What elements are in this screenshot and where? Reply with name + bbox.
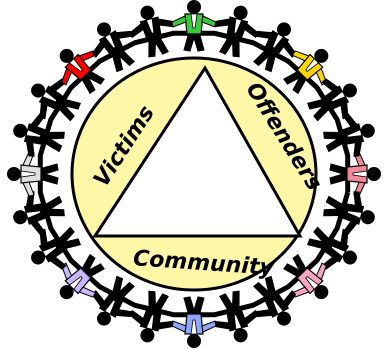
- ring-figure: [208, 1, 264, 61]
- ring-figure: [124, 1, 180, 61]
- ring-figure: [320, 185, 380, 241]
- ring-figure: [8, 152, 59, 196]
- ring-figure: [172, 1, 216, 52]
- ring-figure: [330, 152, 381, 196]
- ring-figure: [208, 287, 264, 347]
- ring-figure: [172, 297, 216, 348]
- ring-figure: [124, 287, 180, 347]
